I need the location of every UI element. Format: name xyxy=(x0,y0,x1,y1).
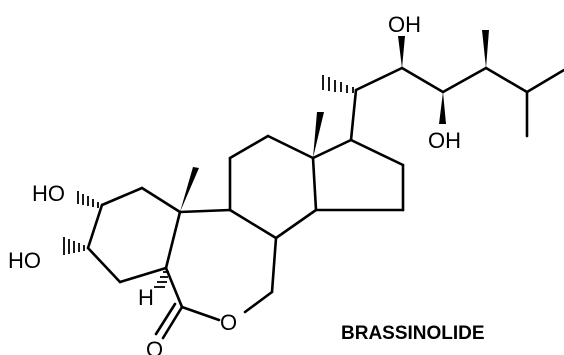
ring-b-lactone xyxy=(164,208,278,322)
c5-h-hash xyxy=(154,271,169,288)
c20-methyl-hash xyxy=(322,75,354,93)
ho-upper-label: HO xyxy=(32,181,65,206)
carbonyl-oxygen-label: O xyxy=(146,337,163,355)
c10-methyl-wedge xyxy=(180,167,199,212)
c3-oh-hash xyxy=(63,237,85,255)
c2-oh-hash xyxy=(77,191,99,208)
ring-a xyxy=(86,186,182,284)
h-label: H xyxy=(138,285,154,310)
ring-d xyxy=(311,138,405,212)
side-chain xyxy=(349,66,564,142)
c23-oh-wedge xyxy=(439,92,446,124)
carbonyl-bond xyxy=(154,302,184,340)
ring-c xyxy=(228,134,318,240)
c24-methyl-wedge xyxy=(482,30,489,68)
oh-top-label: OH xyxy=(388,12,421,37)
compound-name: BRASSINOLIDE xyxy=(341,323,485,344)
c13-methyl-wedge xyxy=(313,112,324,158)
ring-oxygen-label: O xyxy=(220,310,237,335)
oh-side-label: OH xyxy=(428,128,461,153)
c22-oh-wedge xyxy=(398,36,405,68)
ho-lower-label: HO xyxy=(8,248,41,273)
